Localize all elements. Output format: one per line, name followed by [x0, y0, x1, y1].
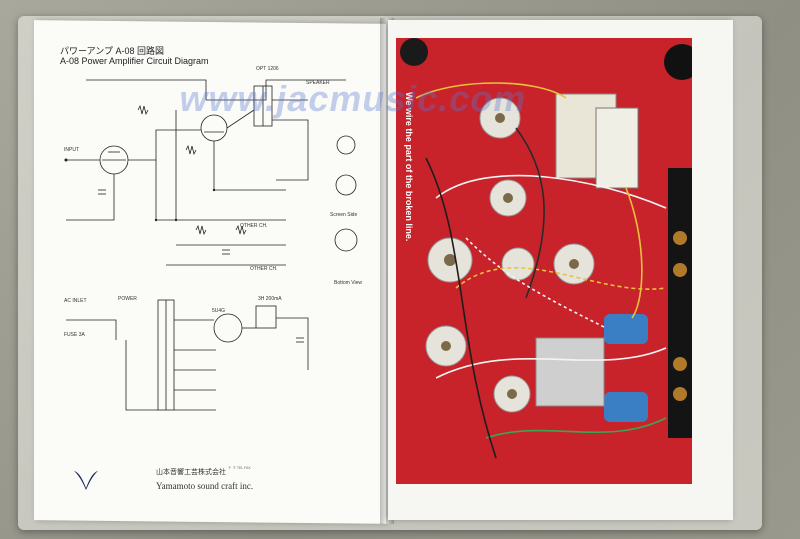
choke-symbol	[255, 305, 277, 329]
label-speaker: SPEAKER	[306, 80, 330, 86]
chassis-photo	[396, 38, 692, 484]
label-fuse: FUSE 3A	[64, 332, 85, 338]
capacitor-top	[604, 314, 648, 344]
label-other-ch-1: OTHER CH.	[240, 223, 268, 229]
yamamoto-logo	[74, 471, 98, 490]
label-bottom-view: Bottom View	[334, 280, 362, 286]
company-address: 〒 〒 TEL FAX	[228, 466, 251, 470]
label-other-ch-2: OTHER CH.	[250, 266, 278, 272]
company-name-jp: 山本音響工芸株式会社	[156, 469, 226, 476]
chassis-photo-art	[396, 38, 692, 484]
label-power-switch: POWER	[118, 296, 137, 302]
circuit-schematic	[64, 79, 358, 411]
diagram-title-jp: パワーアンプ A-08 回路図	[60, 46, 165, 56]
label-input: INPUT	[64, 147, 79, 153]
label-output-transformer: OPT 1206	[256, 66, 279, 72]
watermark-text: www.jacmusic.com	[176, 78, 531, 119]
company-name-en: Yamamoto sound craft inc.	[156, 481, 254, 491]
wiring-note-caption: We wire the part of the broken line.	[404, 92, 414, 242]
capacitor-bottom	[604, 392, 648, 422]
diagram-title-en: A-08 Power Amplifier Circuit Diagram	[60, 56, 209, 66]
rectifier-tube-symbol	[213, 313, 243, 343]
label-rectifier: 5U4G	[212, 308, 226, 314]
label-choke-current: 3H 200mA	[258, 296, 282, 302]
label-ac-inlet: AC INLET	[64, 298, 87, 304]
label-screen-side: Screen Side	[330, 212, 358, 218]
